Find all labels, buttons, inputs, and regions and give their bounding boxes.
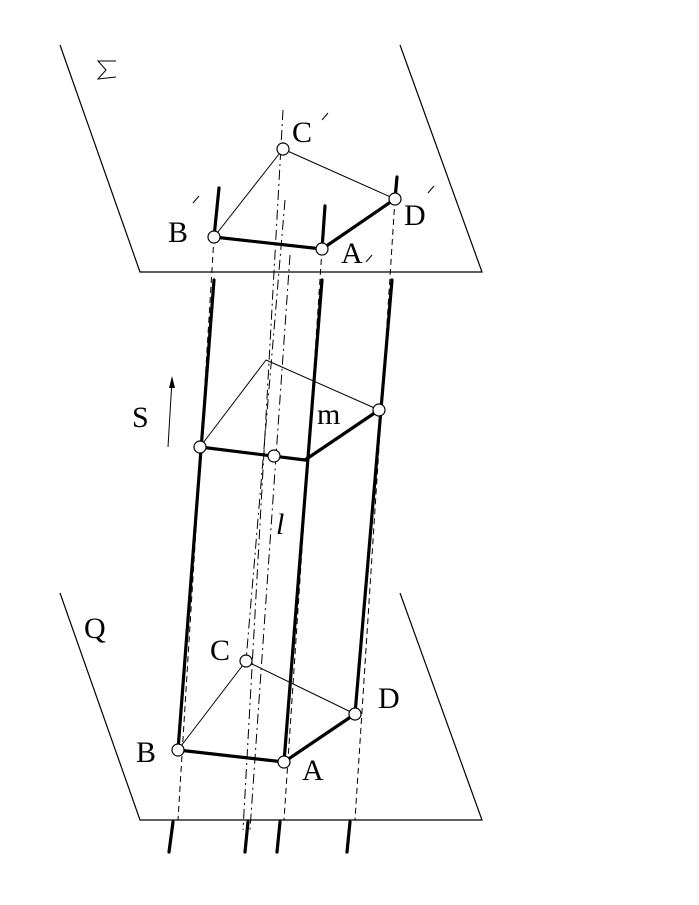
label-q: Q <box>84 612 106 645</box>
vertex-m-axis <box>267 449 281 463</box>
vertex-b-top <box>207 230 221 244</box>
vertex-m-left <box>193 440 207 454</box>
bottom-section-hidden-edges <box>177 660 356 751</box>
vertex-d-top <box>388 192 402 206</box>
prime-marks <box>192 112 435 263</box>
middle-section-hidden-edges <box>199 359 380 448</box>
axis-l <box>249 254 291 831</box>
label-b-top: B <box>168 216 188 249</box>
axis-through-c <box>242 109 284 831</box>
direction-s-arrow <box>167 376 175 448</box>
label-c-top: C <box>292 116 312 149</box>
top-plane <box>59 44 483 273</box>
edge-c-hidden <box>245 199 286 662</box>
label-d-top: D <box>404 199 426 232</box>
label-m: m <box>317 398 340 431</box>
label-d-bottom: D <box>378 682 400 715</box>
label-a-top: A <box>341 237 363 270</box>
vertex-m-right <box>372 403 386 417</box>
label-b-bottom: B <box>136 736 156 769</box>
vertices <box>171 142 402 769</box>
bottom-plane <box>59 592 483 821</box>
top-section-hidden-edges <box>213 148 396 238</box>
label-s: S <box>132 401 149 434</box>
sigma-symbol <box>96 60 117 80</box>
label-l: l <box>276 508 284 541</box>
prism-visible-edges <box>167 175 399 854</box>
vertex-b-bottom <box>171 743 185 757</box>
labels: C B A D S m l Q C D B A <box>84 116 426 787</box>
vertex-c-top <box>276 142 290 156</box>
label-a-bottom: A <box>302 754 324 787</box>
vertex-a-bottom <box>277 755 291 769</box>
label-c-bottom: C <box>210 634 230 667</box>
vertex-c-bottom <box>239 654 253 668</box>
vertex-a-top <box>315 242 329 256</box>
vertex-d-bottom <box>348 707 362 721</box>
